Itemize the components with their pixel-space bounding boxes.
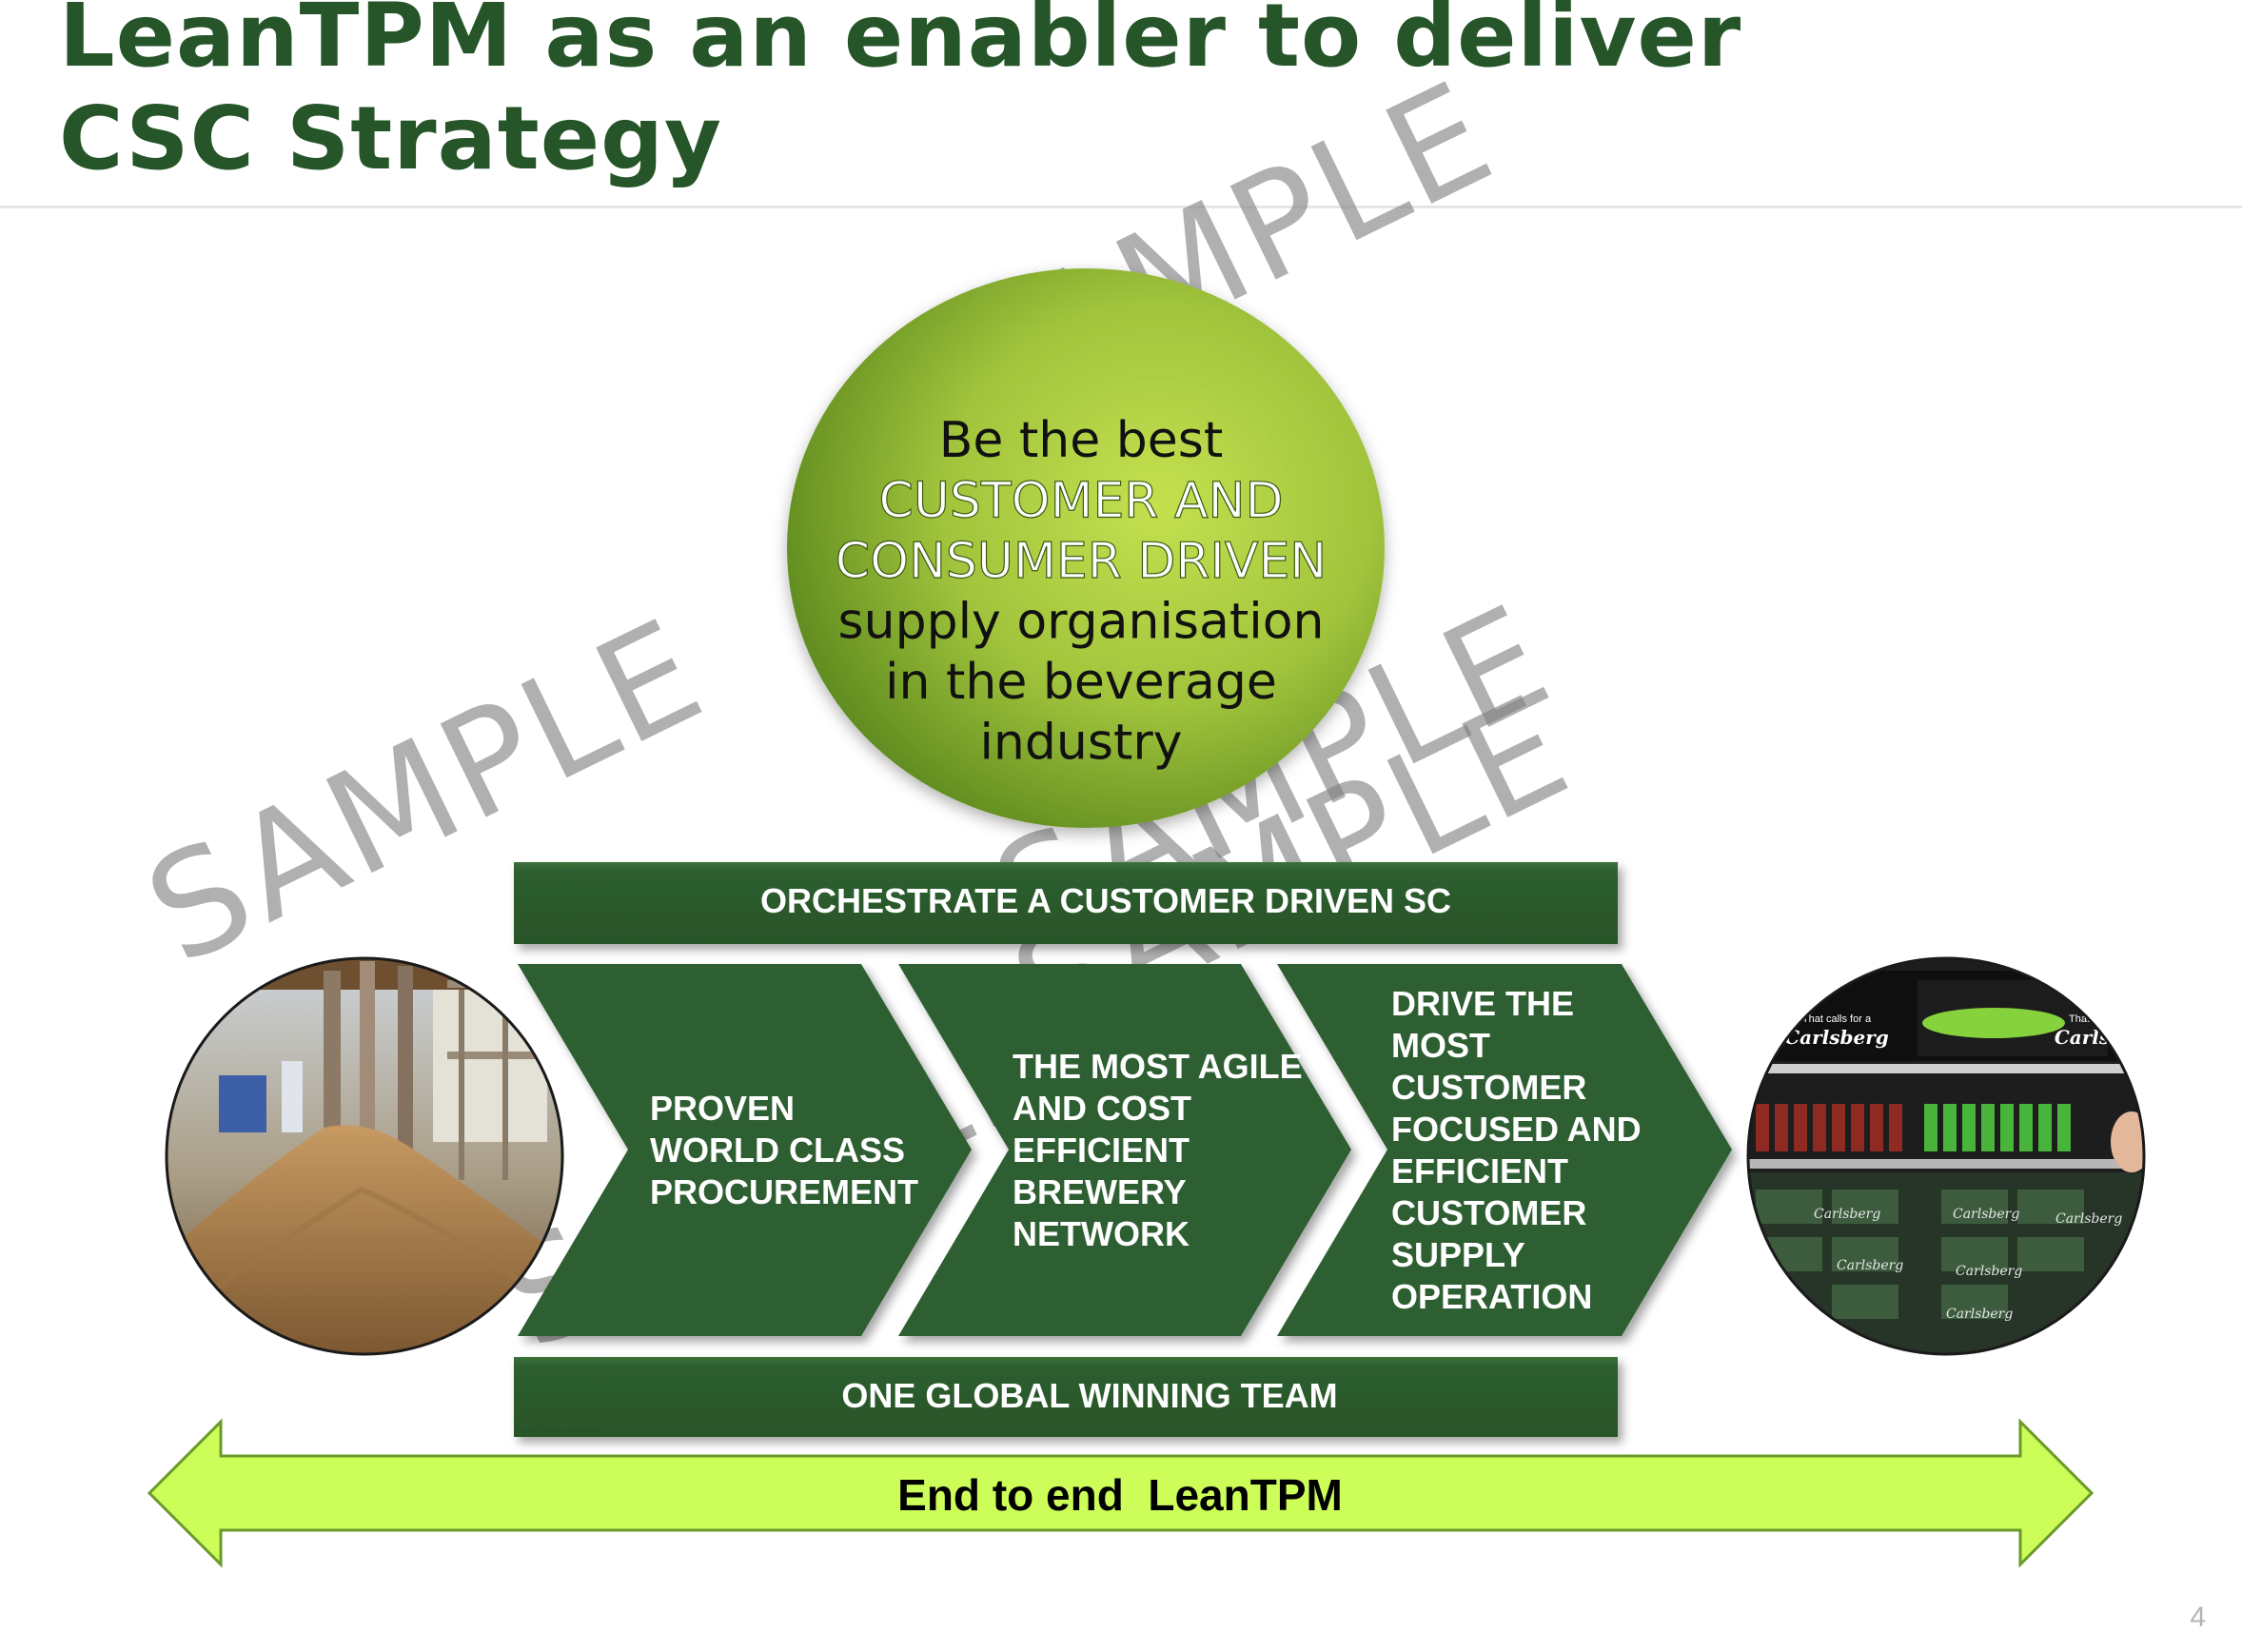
title-line-2: CSC Strategy: [59, 88, 722, 189]
chevron-shape-2: [898, 964, 1351, 1336]
grain-silo-photo: [165, 956, 564, 1356]
chevron-line: CUSTOMER: [1391, 1068, 1586, 1107]
vision-line: supply organisation: [838, 594, 1325, 651]
case-label-2: Carlsberg: [1953, 1207, 2019, 1222]
chevron-line: SUPPLY: [1391, 1235, 1525, 1274]
chevron-line: AND COST: [1013, 1089, 1191, 1128]
page-title: LeanTPM as an enabler to deliver CSC Str…: [59, 0, 1741, 190]
chevron-line: WORLD CLASS: [650, 1131, 905, 1170]
shelf-sign-caption-1: That calls for a: [1802, 1013, 1872, 1025]
chevron-line: THE MOST AGILE: [1013, 1047, 1303, 1086]
chevron-line: OPERATION: [1391, 1277, 1592, 1316]
case-label-5: Carlsberg: [1956, 1264, 2022, 1279]
chevron-line: EFFICIENT: [1391, 1151, 1568, 1190]
chevron-line: CUSTOMER: [1391, 1193, 1586, 1232]
chevron-shape-3: [1277, 964, 1732, 1336]
chevron-line: DRIVE THE: [1391, 984, 1574, 1023]
chevron-line: FOCUSED AND: [1391, 1110, 1642, 1149]
chevron-line: EFFICIENT: [1013, 1131, 1190, 1170]
case-label-1: Carlsberg: [1814, 1207, 1880, 1222]
vision-line: CUSTOMER AND: [879, 473, 1284, 530]
chevron-line: PROCUREMENT: [650, 1172, 918, 1211]
shelf-sign-brand-1: Carlsberg: [1784, 1026, 1889, 1049]
chevron-line: PROVEN: [650, 1089, 795, 1128]
shelf-sign-brand-2: Carlsb: [2055, 1026, 2123, 1049]
vision-line: Be the best: [939, 412, 1224, 469]
chevron-line: BREWERY: [1013, 1172, 1187, 1211]
title-line-1: LeanTPM as an enabler to deliver: [59, 0, 1742, 87]
page-number: 4: [2190, 1602, 2206, 1633]
top-banner-bar: [514, 862, 1618, 944]
title-divider: [0, 206, 2242, 208]
bottom-banner: ONE GLOBAL WINNING TEAM: [514, 1357, 1618, 1437]
vision-line: industry: [979, 715, 1182, 772]
double-arrow-shape: [147, 1418, 2094, 1568]
arrow-label: End to end LeanTPM: [897, 1470, 1343, 1520]
top-banner-label: ORCHESTRATE A CUSTOMER DRIVEN SC: [760, 881, 1451, 920]
chevron-line: MOST: [1391, 1026, 1490, 1065]
case-label-6: Carlsberg: [1946, 1307, 2013, 1322]
vision-line: in the beverage: [885, 654, 1277, 711]
vision-circle-shape: [787, 268, 1385, 828]
bottom-banner-label: ONE GLOBAL WINNING TEAM: [841, 1376, 1337, 1415]
vision-line: CONSUMER DRIVEN: [836, 533, 1327, 590]
case-label-4: Carlsberg: [1837, 1258, 1903, 1273]
case-label-3: Carlsberg: [2055, 1211, 2122, 1227]
top-banner: ORCHESTRATE A CUSTOMER DRIVEN SC: [514, 862, 1618, 944]
chevron-shape-1: [518, 964, 972, 1336]
end-to-end-arrow: End to end LeanTPM: [147, 1418, 2094, 1568]
store-shelf-photo: That calls for a Carlsberg That Carlsb C…: [1746, 956, 2146, 1356]
chevron-line: NETWORK: [1013, 1214, 1190, 1253]
bottom-banner-bar: [514, 1357, 1618, 1437]
